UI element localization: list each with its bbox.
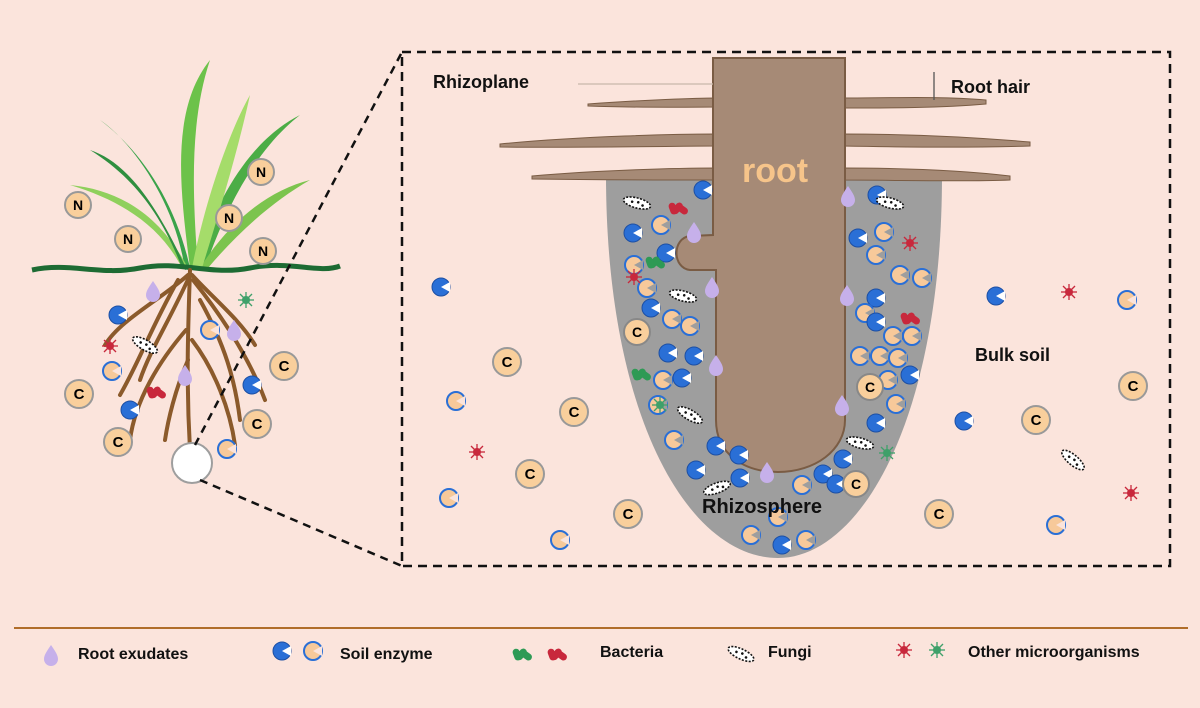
bacteria-icon — [511, 647, 569, 662]
root-hair-label: Root hair — [951, 77, 1030, 97]
bulk-soil-label: Bulk soil — [975, 345, 1051, 365]
zoom-line-top — [193, 51, 404, 446]
svg-text:N: N — [73, 197, 83, 213]
svg-text:C: C — [525, 466, 536, 483]
root-exudate-droplet-icon — [44, 645, 58, 666]
plant-leaves — [70, 60, 310, 270]
svg-text:C: C — [623, 506, 634, 523]
other-microorganism-icon — [895, 641, 946, 659]
left-micro-green — [237, 291, 255, 309]
svg-text:C: C — [934, 506, 945, 523]
rhizoplane-label: Rhizoplane — [433, 72, 530, 92]
rhizosphere-carbon-tokens: C C C — [623, 318, 884, 498]
svg-text:N: N — [256, 164, 266, 180]
bulk-soil-fungi — [1058, 446, 1088, 474]
fungi-icon — [725, 642, 757, 666]
svg-text:N: N — [224, 210, 234, 226]
bulk-soil-carbon-tokens: C C C C C C C — [492, 347, 1148, 529]
zoom-box — [400, 50, 1172, 568]
svg-text:C: C — [279, 358, 290, 375]
svg-text:C: C — [569, 404, 580, 421]
legend-label-bacteria: Bacteria — [600, 644, 664, 661]
svg-text:N: N — [123, 231, 133, 247]
legend-label-fungi: Fungi — [768, 644, 812, 661]
legend-label-root-exudates: Root exudates — [78, 646, 189, 663]
plant-roots — [103, 268, 267, 452]
svg-text:C: C — [865, 379, 875, 395]
left-bacteria — [145, 385, 168, 400]
rhizosphere-label: Rhizosphere — [702, 496, 823, 518]
svg-text:N: N — [258, 243, 268, 259]
root-hairs — [499, 97, 1031, 182]
legend-label-other-microorganisms: Other microorganisms — [968, 644, 1140, 661]
left-carbon-tokens: C C C C — [64, 351, 299, 457]
soil-enzyme-icon — [272, 641, 323, 661]
svg-text:C: C — [252, 416, 263, 433]
svg-text:C: C — [851, 476, 861, 492]
svg-text:C: C — [632, 324, 642, 340]
svg-text:C: C — [1128, 378, 1139, 395]
left-micro-red — [101, 337, 119, 355]
svg-text:C: C — [113, 434, 124, 451]
root-tip-highlight — [171, 442, 213, 484]
ground-line — [31, 262, 341, 274]
legend-label-soil-enzyme: Soil enzyme — [340, 646, 433, 663]
nitrogen-tokens: N N N N N — [64, 158, 277, 265]
root-label: root — [742, 152, 809, 190]
svg-text:C: C — [74, 386, 85, 403]
svg-text:C: C — [502, 354, 513, 371]
svg-text:C: C — [1031, 412, 1042, 429]
zoom-line-bottom — [199, 478, 403, 568]
